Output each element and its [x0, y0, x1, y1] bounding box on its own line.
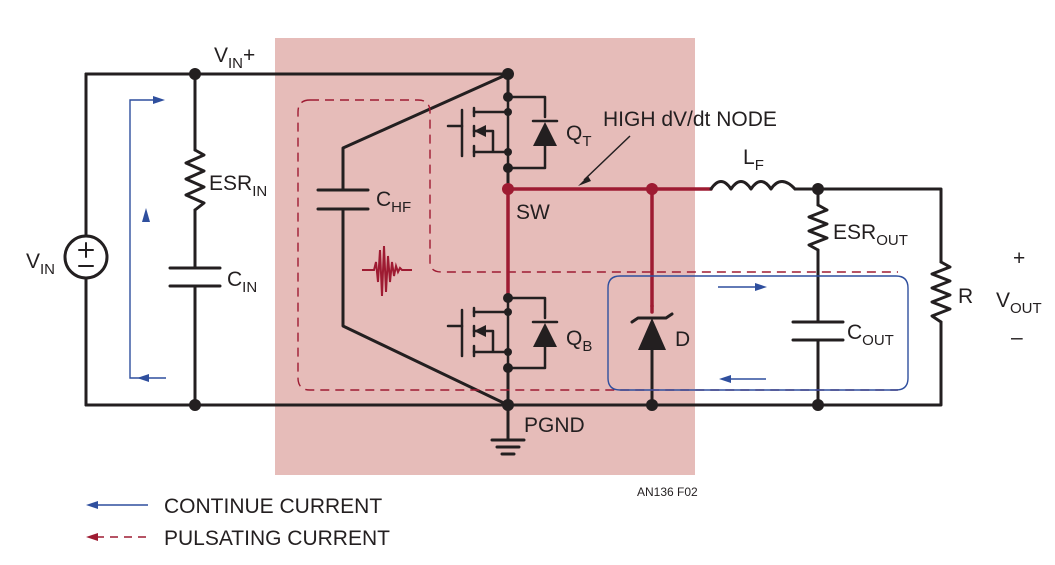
label-diode: D	[675, 328, 690, 351]
label-sw: SW	[516, 201, 550, 224]
label-pgnd: PGND	[524, 414, 585, 437]
label-esr-out: ESROUT	[833, 221, 908, 249]
high-dvdt-pointer	[578, 135, 631, 186]
legend-continue-current: CONTINUE CURRENT	[164, 495, 382, 518]
label-vin: VIN	[26, 250, 55, 278]
figure-id: AN136 F02	[637, 485, 698, 499]
label-c-in: CIN	[227, 268, 257, 296]
label-c-hf: CHF	[376, 188, 411, 216]
label-vin-plus: VIN+	[214, 44, 255, 72]
r-load-resistor-icon	[930, 260, 952, 324]
ringing-waveform-icon	[362, 245, 412, 297]
label-c-out: COUT	[847, 321, 894, 349]
esr-in-resistor-icon	[184, 148, 206, 212]
legend: CONTINUE CURRENT PULSATING CURRENT	[86, 495, 390, 550]
label-esr-in: ESRIN	[209, 172, 267, 200]
wiring	[84, 72, 943, 456]
c-out-capacitor-icon	[791, 320, 845, 342]
c-in-capacitor-icon	[168, 266, 222, 288]
label-vout-plus: +	[1013, 247, 1025, 270]
label-qb: QB	[566, 327, 592, 355]
qb-mosfet-icon	[446, 293, 559, 373]
lf-inductor-icon	[709, 180, 797, 191]
pulsating-current-loops	[297, 99, 898, 391]
label-r: R	[958, 285, 973, 308]
label-vout: VOUT	[996, 289, 1042, 317]
label-lf: LF	[743, 146, 764, 174]
qt-mosfet-icon	[446, 92, 559, 173]
label-high-dvdt-node: HIGH dV/dt NODE	[603, 108, 777, 131]
diode-d-icon	[630, 304, 674, 384]
c-hf-capacitor-icon	[316, 188, 370, 211]
hot-loop-region	[275, 38, 695, 475]
junction-dots	[189, 68, 824, 411]
sw-node-trace	[502, 183, 713, 308]
esr-out-resistor-icon	[807, 203, 829, 252]
continuous-current-loops	[129, 96, 909, 391]
legend-pulsating-current: PULSATING CURRENT	[164, 527, 390, 550]
label-vout-minus: –	[1011, 326, 1023, 349]
label-qt: QT	[566, 122, 592, 150]
vin-source-icon	[63, 234, 109, 280]
